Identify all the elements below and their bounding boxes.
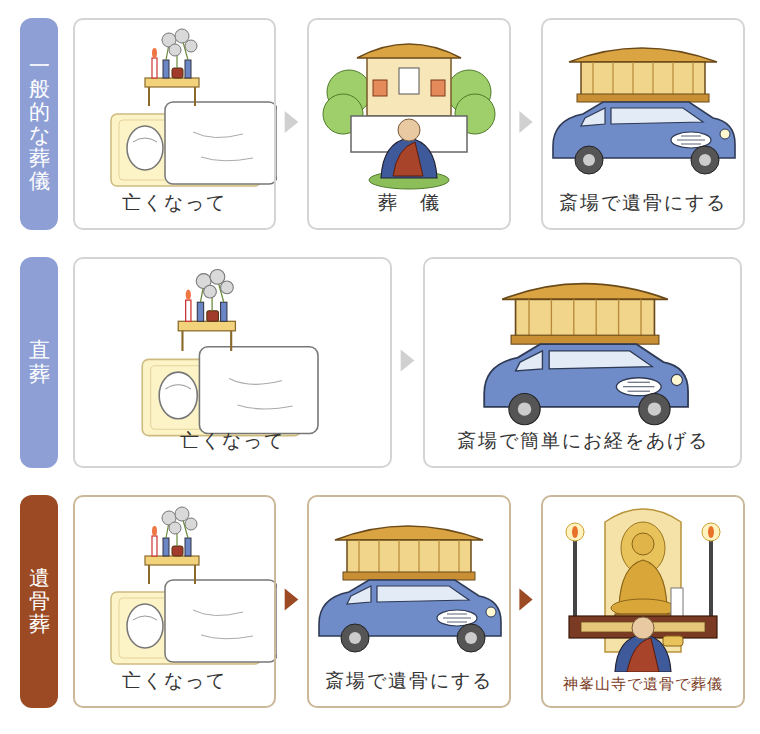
row-label: 一般的な葬儀 (20, 18, 58, 230)
step-box: 斎場で遺骨にする (541, 18, 745, 230)
row-label: 直葬 (20, 257, 58, 468)
flow-arrow (285, 589, 299, 611)
step-caption: 斎場で遺骨にする (559, 190, 727, 216)
step-caption: 斎場で遺骨にする (325, 668, 493, 694)
step-caption: 葬 儀 (378, 190, 441, 216)
step-caption: 神峯山寺で遺骨で葬儀 (563, 675, 723, 694)
flow-arrow (519, 111, 532, 133)
step-caption: 亡くなって (122, 668, 227, 694)
hearse-illustration (484, 284, 688, 425)
row-label-text: 一般的な葬儀 (29, 55, 50, 194)
row-label-text: 遺骨葬 (29, 567, 50, 636)
flow-arrow (401, 350, 415, 372)
flow-arrow (285, 111, 299, 133)
funeral-altar-illustration (323, 44, 495, 189)
step-box: 斎場で簡単にお経をあげる (423, 257, 742, 468)
step-box: 亡くなって (73, 495, 276, 708)
hearse-illustration (319, 526, 501, 652)
step-box: 斎場で遺骨にする (307, 495, 511, 708)
step-box: 神峯山寺で遺骨で葬儀 (541, 495, 745, 708)
step-box: 葬 儀 (307, 18, 511, 230)
step-caption: 亡くなって (122, 190, 227, 216)
step-box: 亡くなって (73, 18, 276, 230)
hearse-illustration (553, 48, 735, 174)
step-caption: 亡くなって (180, 428, 285, 454)
flow-arrow (519, 589, 532, 611)
row-label-text: 直葬 (29, 339, 50, 385)
deathbed-illustration (142, 269, 318, 435)
step-caption: 斎場で簡単にお経をあげる (457, 428, 709, 454)
buddha-altar-illustration (566, 509, 720, 672)
step-box: 亡くなって (73, 257, 392, 468)
deathbed-illustration (111, 29, 277, 186)
row-label: 遺骨葬 (20, 495, 58, 708)
deathbed-illustration (111, 507, 277, 664)
